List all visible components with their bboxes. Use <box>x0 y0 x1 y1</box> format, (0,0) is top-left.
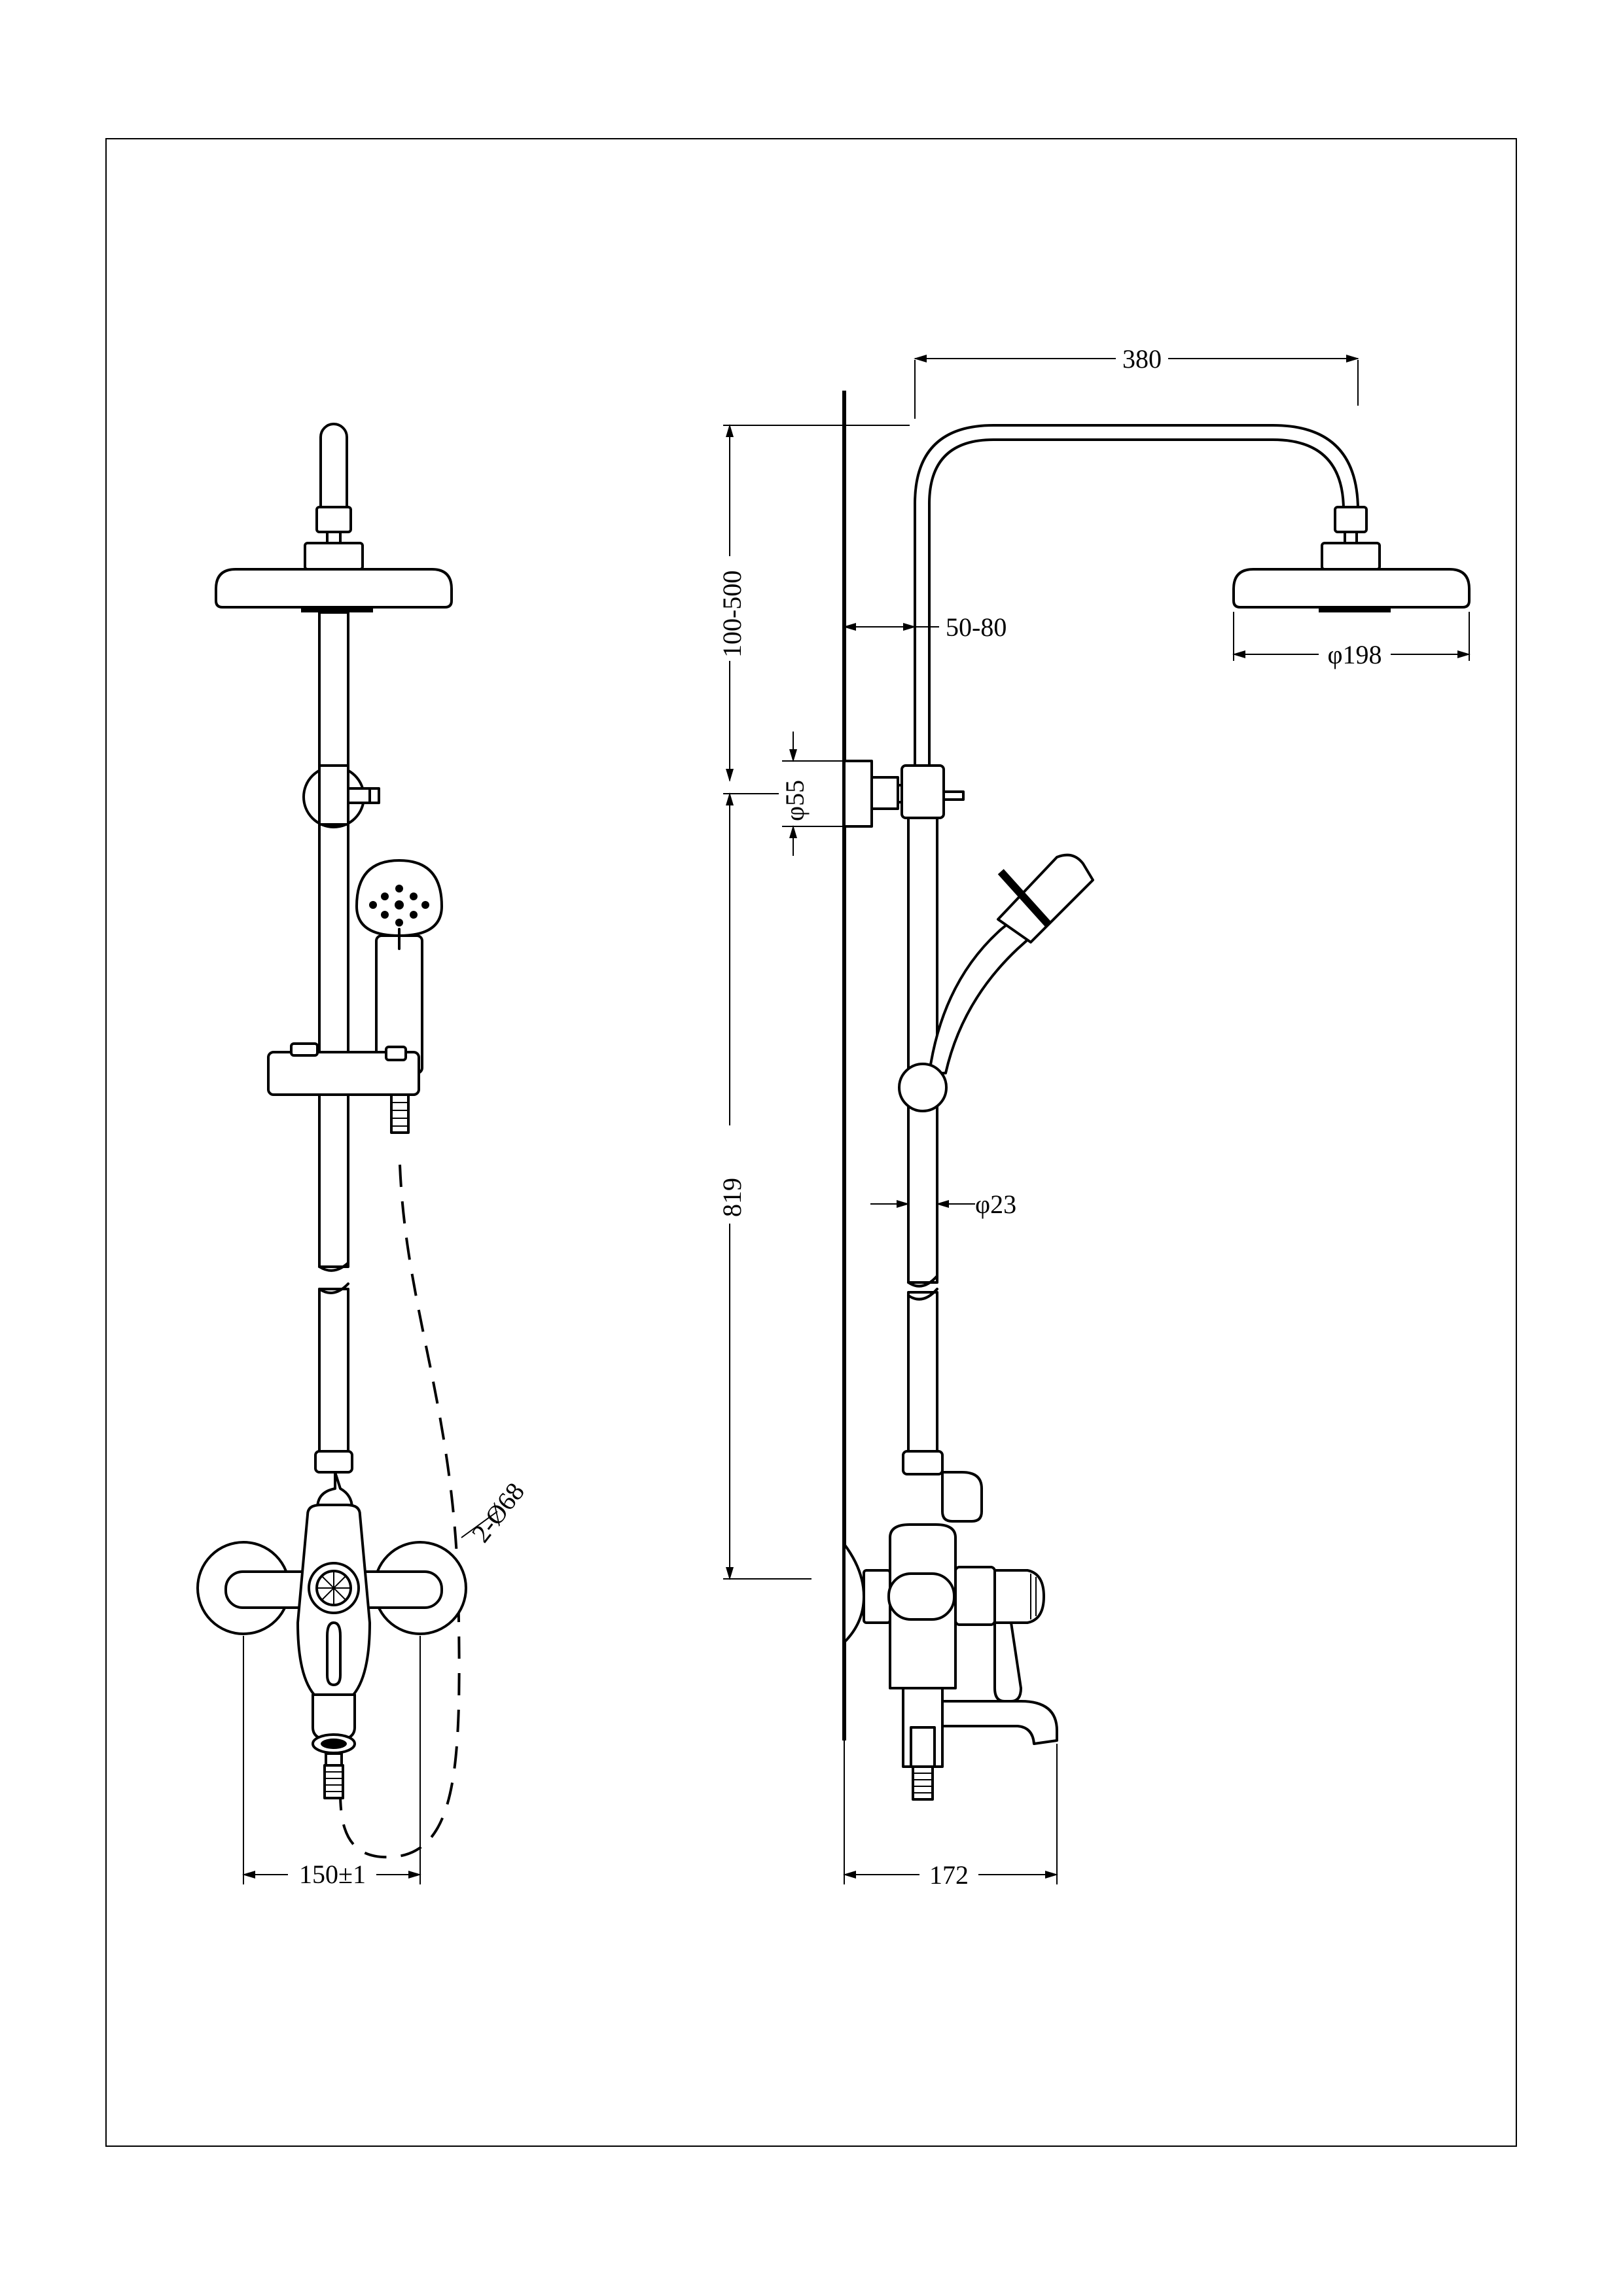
front-lever <box>326 1621 342 1686</box>
side-head-neck <box>1321 542 1381 571</box>
side-view: 380 100-500 50-80 φ198 φ55 819 φ23 <box>717 344 1471 1890</box>
dim-escutcheon-diameter: 2-Ø68 <box>466 1477 530 1547</box>
front-riser <box>319 423 348 508</box>
side-spout <box>941 1700 1058 1745</box>
dim-arm-length: 380 <box>1122 344 1162 374</box>
front-slider-holder <box>267 1051 420 1096</box>
side-diverter-handle <box>941 1471 983 1523</box>
front-hose-coil-bottom <box>323 1764 344 1799</box>
front-rail-break <box>318 1262 349 1294</box>
front-diverter <box>314 1450 353 1474</box>
side-hose-coil <box>912 1765 934 1801</box>
front-hose <box>339 1164 461 1859</box>
dim-spout-projection: 172 <box>929 1860 969 1890</box>
front-hose-coil-top <box>390 1093 410 1134</box>
dim-rail-diameter: φ23 <box>975 1190 1016 1219</box>
side-diverter <box>902 1450 944 1475</box>
side-shower-arm <box>914 424 1359 767</box>
dim-rail-height: 819 <box>717 1178 747 1217</box>
side-riser-nut <box>1334 506 1368 533</box>
side-thermostat-knob <box>993 1569 1045 1624</box>
front-rail-upper <box>318 611 349 1268</box>
front-view: 2-Ø68 150±1 <box>196 423 530 1889</box>
side-top-shower-head <box>1232 568 1471 609</box>
side-wall-bracket <box>843 760 873 828</box>
front-head-nozzles <box>301 607 373 612</box>
front-rail-lower <box>318 1288 349 1454</box>
side-slider-knob <box>898 1063 948 1112</box>
side-head-nozzles <box>1319 607 1391 612</box>
side-rail-upper <box>907 764 938 1284</box>
front-hand-shower <box>355 859 443 1074</box>
dim-inlet-spacing: 150±1 <box>299 1860 366 1889</box>
front-riser-nut <box>315 506 352 533</box>
drawing-frame <box>105 138 1517 2147</box>
side-lever <box>993 1621 1022 1703</box>
side-bracket-clamp <box>901 764 945 819</box>
dim-bracket-offset: 50-80 <box>946 612 1007 642</box>
front-top-shower-head <box>215 568 453 609</box>
front-head-neck <box>304 542 364 571</box>
side-rail-lower <box>907 1291 938 1454</box>
side-inlet-nut <box>863 1569 891 1624</box>
dim-wall-offset-range: 100-500 <box>717 571 747 658</box>
dim-top-head-diameter: φ198 <box>1327 640 1382 669</box>
side-thermostat-housing <box>954 1566 996 1626</box>
side-escutcheon <box>843 1543 865 1644</box>
side-hand-shower-head <box>997 853 1094 944</box>
dim-bracket-diameter: φ55 <box>780 780 810 821</box>
